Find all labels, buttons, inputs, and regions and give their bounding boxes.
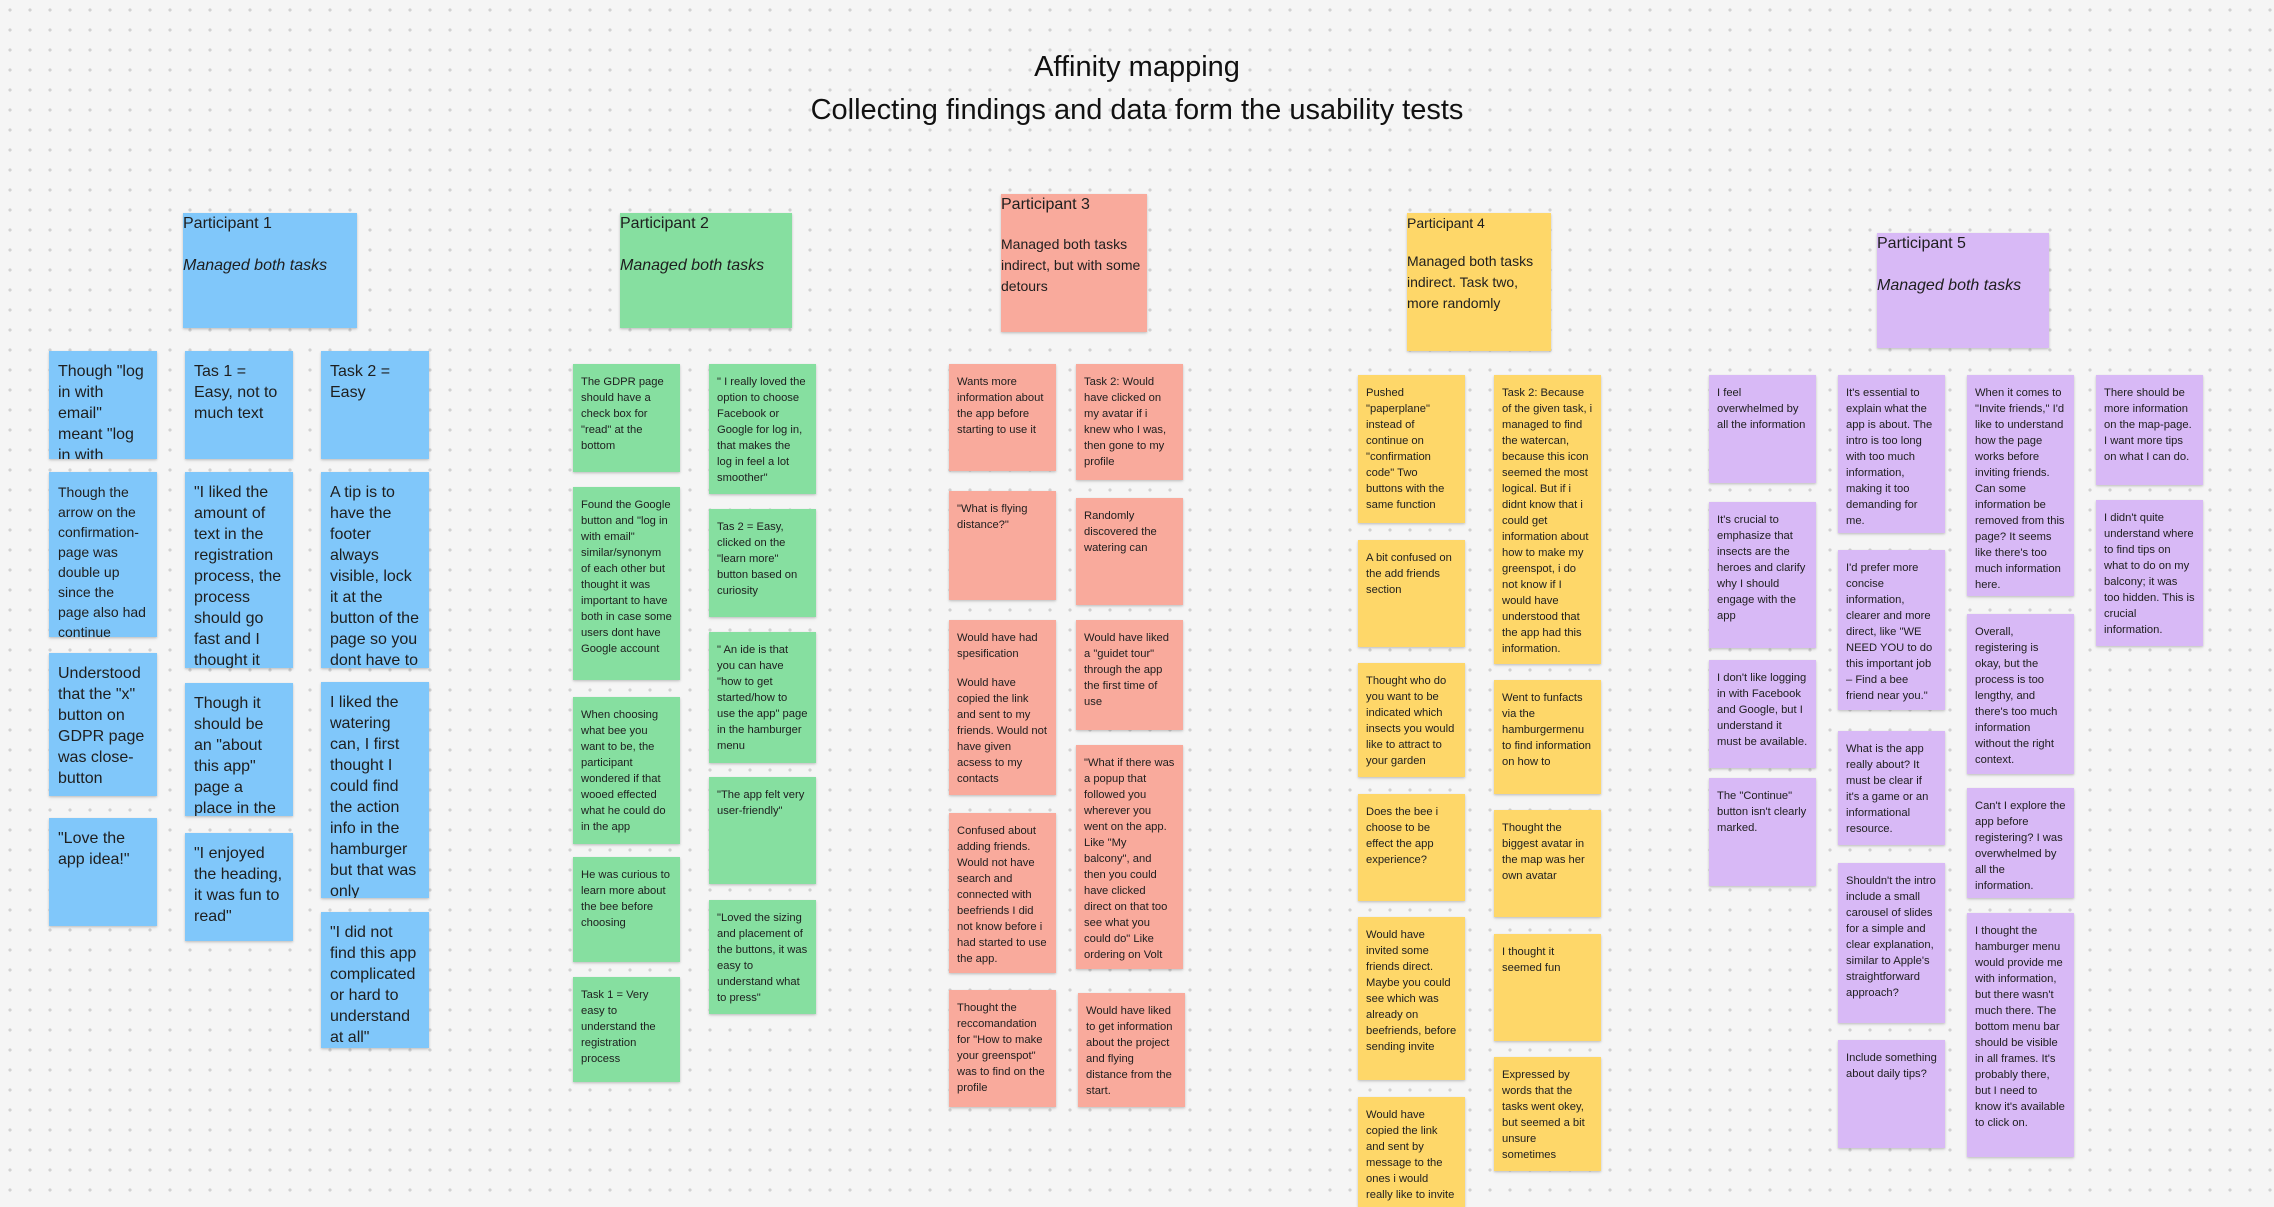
participant-summary: Managed both tasks [183,257,328,274]
participant-name: Participant 3 [1001,196,1090,213]
sticky-note[interactable]: What is the app really about? It must be… [1838,731,1945,845]
sticky-note[interactable]: He was curious to learn more about the b… [573,857,680,962]
sticky-note[interactable]: "Loved the sizing and placement of the b… [709,900,816,1014]
participant-summary: Managed both tasks indirect. Task two, m… [1407,253,1534,311]
sticky-note[interactable]: It's crucial to emphasize that insects a… [1709,502,1816,648]
participant-3-header[interactable]: Participant 3 Managed both tasks indirec… [1001,194,1147,332]
sticky-note[interactable]: Would have had spesification Would have … [949,620,1056,795]
sticky-note[interactable]: Overall, registering is okay, but the pr… [1967,614,2074,774]
sticky-note[interactable]: "I did not find this app complicated or … [321,912,429,1048]
sticky-note[interactable]: Wants more information about the app bef… [949,364,1056,471]
sticky-note[interactable]: Though it should be an "about this app" … [185,683,293,816]
sticky-note[interactable]: "What is flying distance?" [949,491,1056,600]
sticky-note[interactable]: Task 1 = Very easy to understand the reg… [573,977,680,1082]
participant-name: Participant 5 [1877,235,1966,252]
sticky-note[interactable]: Though "log in with email" meant "log in… [49,351,157,459]
sticky-note[interactable]: Would have invited some friends direct. … [1358,917,1465,1080]
sticky-note[interactable]: I thought the hamburger menu would provi… [1967,913,2074,1157]
participant-4-header[interactable]: Participant 4 Managed both tasks indirec… [1407,213,1551,351]
sticky-note[interactable]: "I liked the amount of text in the regis… [185,472,293,668]
participant-1-header[interactable]: Participant 1 Managed both tasks [183,213,357,328]
sticky-note[interactable]: I thought it seemed fun [1494,934,1601,1041]
sticky-note[interactable]: Include something about daily tips? [1838,1040,1945,1148]
sticky-note[interactable]: A tip is to have the footer always visib… [321,472,429,668]
sticky-note[interactable]: Thought who do you want to be indicated … [1358,663,1465,777]
sticky-note[interactable]: Understood that the "x" button on GDPR p… [49,653,157,796]
sticky-note[interactable]: When choosing what bee you want to be, t… [573,697,680,844]
sticky-note[interactable]: Confused about adding friends. Would not… [949,813,1056,973]
sticky-note[interactable]: Pushed "paperplane" instead of continue … [1358,375,1465,523]
participant-summary: Managed both tasks [1877,277,2022,294]
sticky-note[interactable]: "The app felt very user-friendly" [709,777,816,884]
participant-name: Participant 4 [1407,215,1485,231]
sticky-note[interactable]: " An ide is that you can have "how to ge… [709,632,816,763]
sticky-note[interactable]: I didn't quite understand where to find … [2096,500,2203,646]
sticky-note[interactable]: It's essential to explain what the app i… [1838,375,1945,533]
title-line-1: Affinity mapping [1034,51,1240,83]
participant-5-header[interactable]: Participant 5 Managed both tasks [1877,233,2049,348]
sticky-note[interactable]: Went to funfacts via the hamburgermenu t… [1494,680,1601,794]
sticky-note[interactable]: Randomly discovered the watering can [1076,498,1183,605]
sticky-note[interactable]: Would have liked to get information abou… [1078,993,1185,1107]
sticky-note[interactable]: Can't I explore the app before registeri… [1967,788,2074,898]
title-line-2: Collecting findings and data form the us… [810,94,1464,126]
sticky-note[interactable]: Tas 1 = Easy, not to much text [185,351,293,459]
sticky-note[interactable]: Does the bee i choose to be effect the a… [1358,794,1465,901]
sticky-note[interactable]: Though the arrow on the confirmation-pag… [49,472,157,637]
sticky-note[interactable]: Would have copied the link and sent by m… [1358,1097,1465,1207]
sticky-note[interactable]: When it comes to "Invite friends," I'd l… [1967,375,2074,596]
sticky-note[interactable]: "I enjoyed the heading, it was fun to re… [185,833,293,941]
sticky-note[interactable]: Task 2 = Easy [321,351,429,459]
participant-summary: Managed both tasks indirect, but with so… [1001,236,1141,294]
sticky-note[interactable]: Thought the reccomandation for "How to m… [949,990,1056,1107]
sticky-note[interactable]: " I really loved the option to choose Fa… [709,364,816,494]
sticky-note[interactable]: I liked the watering can, I first though… [321,682,429,898]
sticky-note[interactable]: A bit confused on the add friends sectio… [1358,540,1465,647]
board-title: Affinity mapping Collecting findings and… [0,46,2274,132]
sticky-note[interactable]: Tas 2 = Easy, clicked on the "learn more… [709,509,816,617]
participant-2-header[interactable]: Participant 2 Managed both tasks [620,213,792,328]
sticky-note[interactable]: Would have liked a "guidet tour" through… [1076,620,1183,730]
participant-name: Participant 1 [183,215,272,232]
sticky-note[interactable]: I feel overwhelmed by all the informatio… [1709,375,1816,483]
sticky-note[interactable]: Shouldn't the intro include a small caro… [1838,863,1945,1023]
sticky-note[interactable]: "Love the app idea!" [49,818,157,926]
participant-summary: Managed both tasks [620,257,765,274]
sticky-note[interactable]: Task 2: Because of the given task, i man… [1494,375,1601,664]
sticky-note[interactable]: "What if there was a popup that followed… [1076,745,1183,969]
sticky-note[interactable]: The GDPR page should have a check box fo… [573,364,680,472]
sticky-note[interactable]: Task 2: Would have clicked on my avatar … [1076,364,1183,480]
sticky-note[interactable]: There should be more information on the … [2096,375,2203,485]
sticky-note[interactable]: I don't like logging in with Facebook an… [1709,660,1816,768]
sticky-note[interactable]: I'd prefer more concise information, cle… [1838,550,1945,710]
sticky-note[interactable]: Found the Google button and "log in with… [573,487,680,680]
sticky-note[interactable]: Thought the biggest avatar in the map wa… [1494,810,1601,917]
sticky-note[interactable]: Expressed by words that the tasks went o… [1494,1057,1601,1171]
participant-name: Participant 2 [620,215,709,232]
sticky-note[interactable]: The "Continue" button isn't clearly mark… [1709,778,1816,886]
